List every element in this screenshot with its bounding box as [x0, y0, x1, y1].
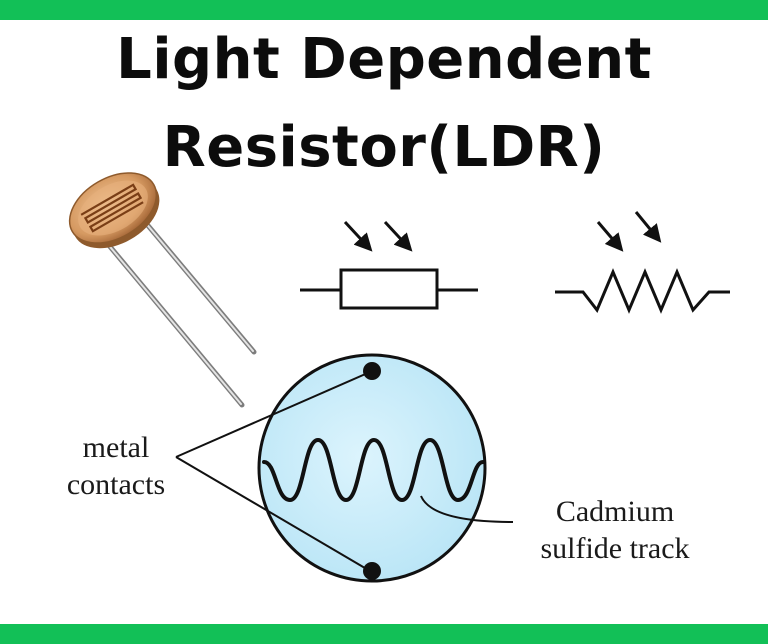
label-metal-line-1: metal: [82, 431, 150, 464]
leader-lines: [175, 371, 514, 572]
label-track-line-2: sulfide track: [540, 532, 690, 565]
cadmium-sulfide-track: [262, 437, 485, 503]
bottom-accent-bar: [0, 624, 768, 644]
label-metal-contacts: metal contacts: [46, 429, 186, 503]
ldr-body: [68, 172, 160, 249]
label-track-line-1: Cadmium: [555, 495, 675, 528]
metal-contact-bottom: [363, 562, 381, 580]
ldr-symbol-box: [300, 220, 478, 310]
ldr-leg-right: [137, 213, 257, 355]
light-arrow: [596, 221, 624, 252]
title-line-1: Light Dependent: [116, 27, 652, 92]
light-arrow: [383, 220, 413, 252]
ldr-component: [68, 172, 257, 408]
metal-contact-top: [363, 362, 381, 380]
label-cadmium-track: Cadmium sulfide track: [515, 493, 715, 567]
label-metal-line-2: contacts: [66, 468, 166, 501]
top-accent-bar: [0, 0, 768, 20]
ldr-track-pattern: [80, 183, 144, 233]
ldr-leg-left: [104, 240, 245, 408]
ldr-magnified-face: [257, 353, 487, 583]
light-arrow: [343, 220, 373, 252]
title-line-2: Resistor(LDR): [162, 115, 606, 180]
ldr-symbol-zigzag: [555, 211, 730, 314]
light-arrow: [634, 211, 662, 243]
